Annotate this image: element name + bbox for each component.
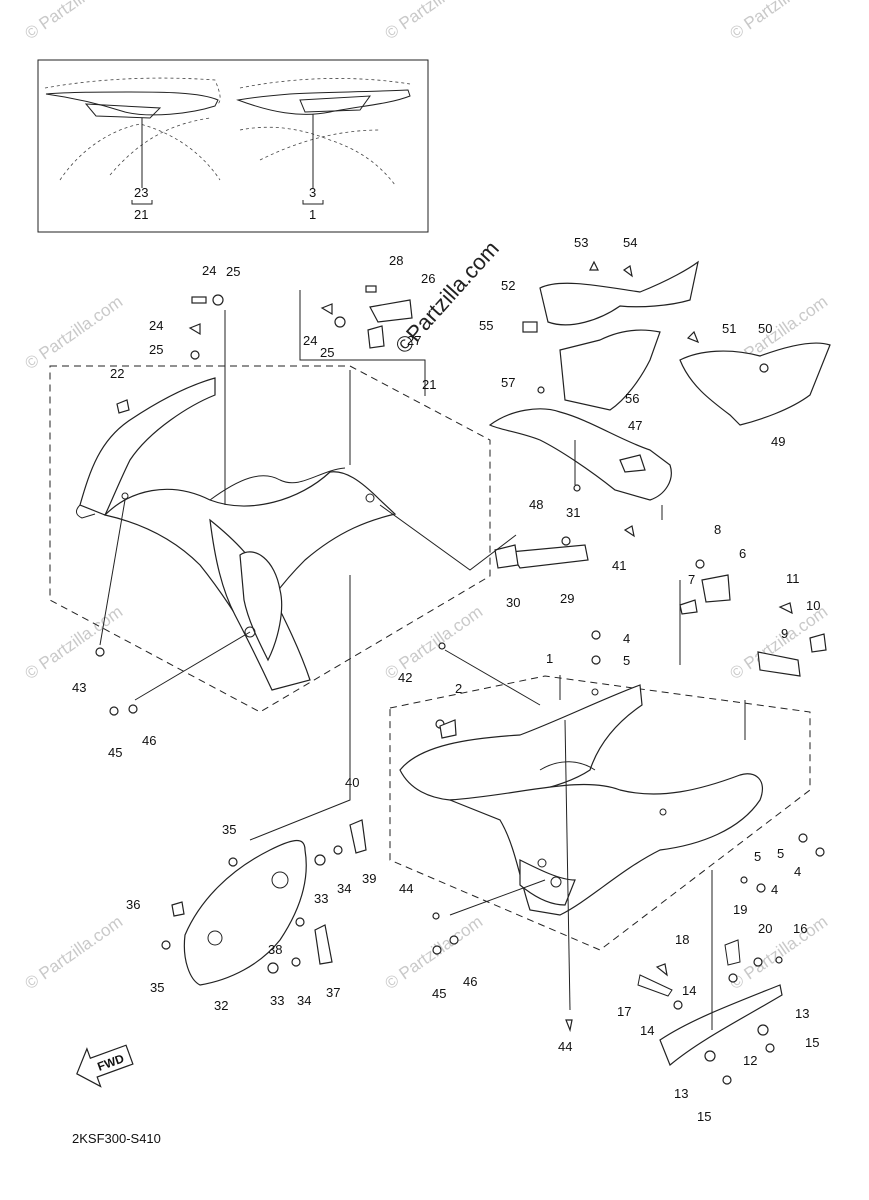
callout-label: 20 [758,921,772,936]
callout-label: 45 [108,745,122,760]
callout-label: 26 [421,271,435,286]
callout-label: 17 [617,1004,631,1019]
callout-label: 37 [326,985,340,1000]
callout-label: 44 [399,881,413,896]
decal-inset: 23 21 3 1 [37,59,429,233]
callout-label: 13 [795,1006,809,1021]
callout-label: 43 [72,680,86,695]
callout-label: 46 [463,974,477,989]
callout-label: 24 [149,318,163,333]
callout-label: 3 [309,185,316,200]
callout-label: 12 [743,1053,757,1068]
callout-label: 41 [612,558,626,573]
callout-label: 39 [362,871,376,886]
callout-label: 49 [771,434,785,449]
callout-label: 51 [722,321,736,336]
callout-label: 33 [314,891,328,906]
callout-label: 16 [793,921,807,936]
callout-label: 31 [566,505,580,520]
callout-label: 7 [688,572,695,587]
side-cowling-right [389,675,811,951]
callout-label: 22 [110,366,124,381]
callout-label: 47 [628,418,642,433]
callout-label: 11 [786,571,800,586]
bracket-group-29-31 [494,525,635,569]
watermark-text: © Partzilla.com [21,602,126,683]
callout-label: 27 [407,333,421,348]
callout-label: 48 [529,497,543,512]
upper-fasteners [116,285,413,414]
watermark-text: © Partzilla.com [381,0,486,43]
callout-label: 53 [574,235,588,250]
callout-label: 42 [398,670,412,685]
misc-fasteners [95,630,825,1033]
callout-label: 45 [432,986,446,1001]
callout-label: 4 [623,631,630,646]
callout-label: 19 [733,902,747,917]
callout-label: 50 [758,321,772,336]
callout-label: 52 [501,278,515,293]
fwd-arrow: FWD [76,1044,134,1088]
callout-label: 25 [320,345,334,360]
callout-label: 33 [270,993,284,1008]
side-cowling-left [49,365,491,713]
callout-label: 2 [455,681,462,696]
callout-label: 55 [479,318,493,333]
callout-label: 24 [202,263,216,278]
watermark-text: © Partzilla.com [726,912,831,993]
callout-label: 29 [560,591,574,606]
callout-label: 21 [422,377,436,392]
callout-numbers: 24 25 24 25 28 26 24 25 27 22 21 43 45 4… [72,235,820,1124]
callout-label: 9 [781,626,788,641]
callout-label: 25 [149,342,163,357]
callout-label: 32 [214,998,228,1013]
callout-label: 8 [714,522,721,537]
callout-label: 4 [771,882,778,897]
callout-label: 13 [674,1086,688,1101]
callout-label: 44 [558,1039,572,1054]
air-duct-assembly [488,260,831,501]
bracket-group-6-11 [679,559,827,677]
callout-label: 6 [739,546,746,561]
callout-label: 35 [150,980,164,995]
callout-label: 14 [640,1023,654,1038]
callout-label: 40 [345,775,359,790]
watermark-text: © Partzilla.com [21,912,126,993]
callout-label: 38 [268,942,282,957]
callout-label: 14 [682,983,696,998]
watermark-text: © Partzilla.com [726,0,831,43]
callout-label: 4 [794,864,801,879]
watermark-text: © Partzilla.com [21,292,126,373]
callout-label: 23 [134,185,148,200]
diagram-code: 2KSF300-S410 [72,1131,161,1146]
callout-label: 28 [389,253,403,268]
callout-label: 21 [134,207,148,222]
lower-bracket-assembly [637,939,783,1085]
callout-label: 24 [303,333,317,348]
callout-label: 36 [126,897,140,912]
callout-label: 15 [805,1035,819,1050]
callout-label: 46 [142,733,156,748]
callout-label: 5 [777,846,784,861]
watermark-text: © Partzilla.com [21,0,126,43]
inner-panel-left [161,819,367,986]
callout-label: 56 [625,391,639,406]
callout-label: 5 [754,849,761,864]
callout-label: 57 [501,375,515,390]
callout-label: 34 [337,881,351,896]
callout-label: 1 [546,651,553,666]
callout-label: 30 [506,595,520,610]
callout-label: 35 [222,822,236,837]
callout-label: 18 [675,932,689,947]
callout-label: 10 [806,598,820,613]
leader-lines [99,290,746,1030]
callout-label: 34 [297,993,311,1008]
callout-label: 25 [226,264,240,279]
callout-label: 5 [623,653,630,668]
callout-label: 54 [623,235,637,250]
callout-label: 1 [309,207,316,222]
callout-label: 15 [697,1109,711,1124]
